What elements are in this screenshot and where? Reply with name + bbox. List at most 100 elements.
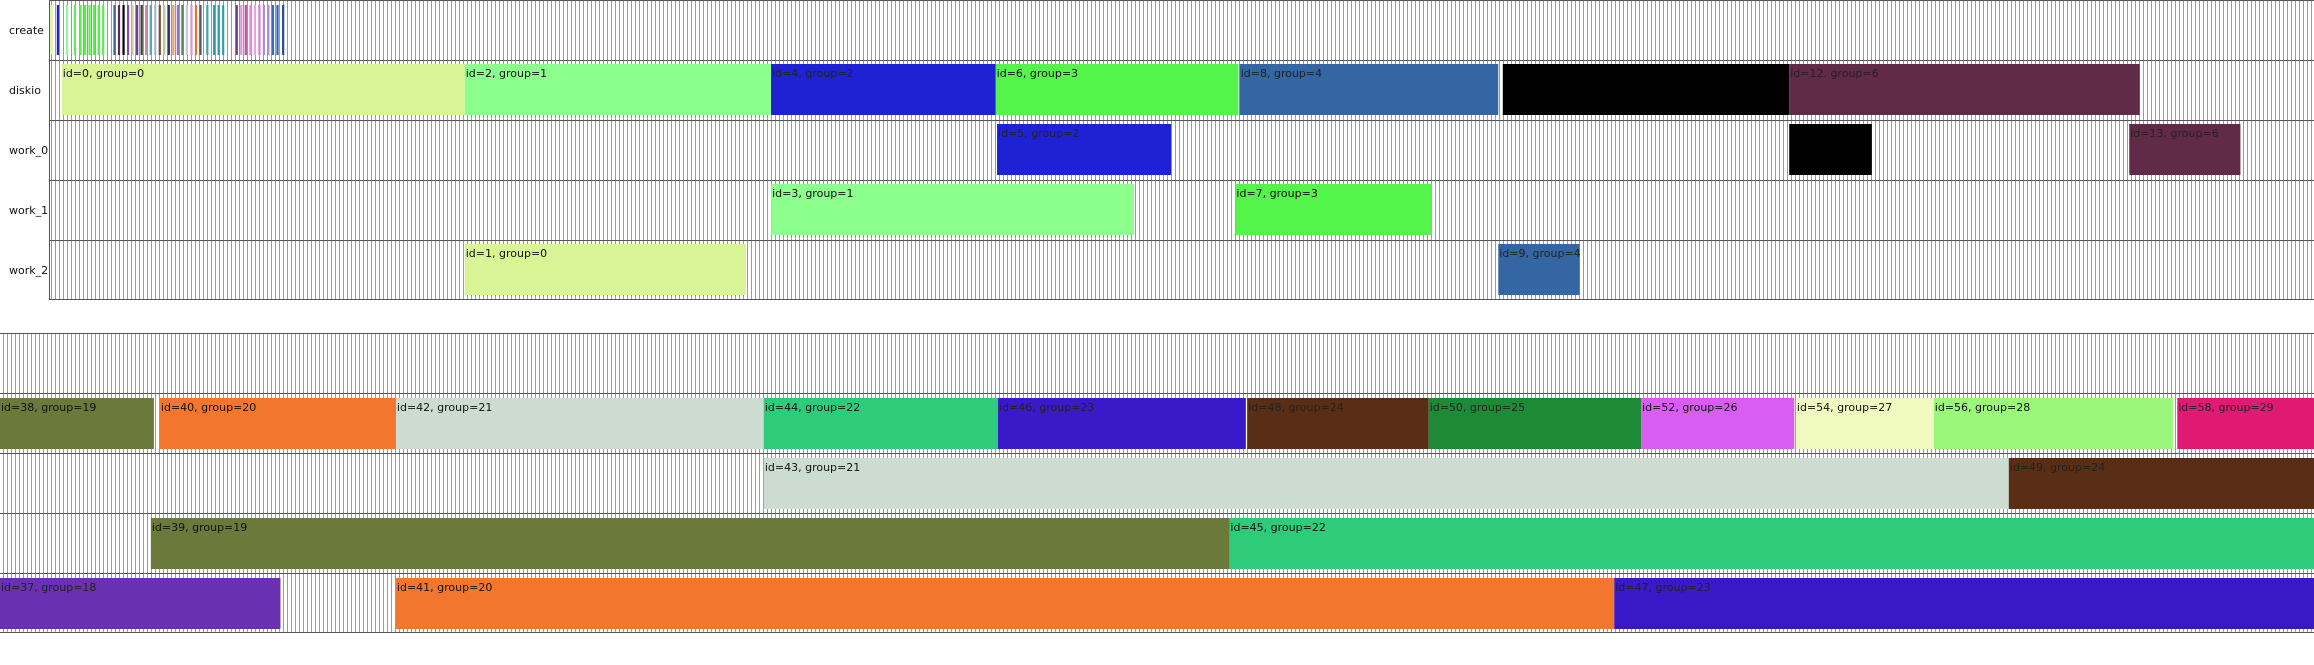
task-bar [1229,518,2314,569]
create-mark [253,5,256,55]
task-bar [771,184,1135,235]
create-mark [154,5,157,55]
task-bar [998,398,1246,449]
lane-background [50,120,2314,180]
create-mark [244,5,247,55]
create-mark [122,5,125,55]
lane-background [50,240,2314,300]
task-label: id=46, group=23 [999,401,1094,414]
task-label: id=8, group=4 [1241,67,1322,80]
create-mark [240,5,243,55]
task-bar [464,244,746,295]
task-bar [1933,398,2173,449]
create-mark [97,5,100,55]
task-bar [997,124,1172,175]
create-mark [79,5,82,55]
task-label: id=7, group=3 [1236,187,1317,200]
task-bar [0,398,154,449]
task-bar [1235,184,1432,235]
create-mark [73,5,76,55]
create-mark [145,5,148,55]
create-mark [267,5,270,55]
task-bar [464,64,772,115]
task-label: id=0, group=0 [63,67,144,80]
task-bar [1428,398,1642,449]
task-label: id=3, group=1 [772,187,853,200]
task-bar [395,578,1615,629]
task-label: id=48, group=24 [1248,401,1343,414]
task-bar [0,578,281,629]
create-mark [83,5,87,55]
task-label: id=4, group=2 [772,67,853,80]
task-bar [1795,398,1934,449]
task-label: id=49, group=24 [2010,461,2105,474]
lane-background [50,0,2314,60]
task-bar [2008,458,2314,509]
create-mark [194,5,198,55]
task-bar [1789,124,1872,175]
task-bar [763,398,999,449]
create-mark [167,5,170,55]
task-label: id=9, group=4 [1499,247,1580,260]
task-bar [1789,64,2140,115]
task-label: id=54, group=27 [1797,401,1892,414]
create-mark [199,5,202,55]
task-label: id=43, group=21 [765,461,860,474]
lane-background [50,180,2314,240]
task-bar [159,398,396,449]
create-mark [136,5,139,55]
task-label: id=38, group=19 [1,401,96,414]
task-label: id=2, group=1 [466,67,547,80]
task-bar [2177,398,2314,449]
task-label: id=6, group=3 [997,67,1078,80]
create-mark [185,5,189,55]
create-mark [140,5,143,55]
task-label: id=45, group=22 [1230,521,1325,534]
task-label: id=39, group=19 [152,521,247,534]
task-label: id=42, group=21 [397,401,492,414]
create-mark [65,5,69,55]
create-mark [176,5,179,55]
create-mark [190,5,193,55]
task-bar [1502,64,1790,115]
create-mark [222,5,225,55]
create-mark [276,5,279,55]
create-mark [249,5,252,55]
lane-label-work_0: work_0 [9,144,48,157]
lane-label-work_2: work_2 [9,264,48,277]
lane-background [0,333,2314,393]
create-mark [56,5,59,55]
create-mark [131,5,134,55]
task-bar [1641,398,1795,449]
task-label: id=12, group=6 [1790,67,1878,80]
task-label: id=37, group=18 [1,581,96,594]
task-label: id=1, group=0 [466,247,547,260]
create-mark [213,5,216,55]
create-mark [158,5,161,55]
task-bar [771,64,996,115]
create-mark [172,5,175,55]
lane-label-diskio: diskio [9,84,41,97]
create-mark [271,5,275,55]
lane-label-create: create [9,24,44,37]
create-mark [206,5,209,55]
create-mark [258,5,261,55]
task-label: id=58, group=29 [2178,401,2273,414]
create-mark [163,5,166,55]
task-bar [1239,64,1499,115]
create-mark [113,5,116,55]
task-bar [2129,124,2241,175]
task-bar [150,518,1230,569]
task-label: id=5, group=2 [998,127,1079,140]
task-bar [1614,578,2314,629]
create-mark [181,5,184,55]
task-label: id=52, group=26 [1642,401,1737,414]
create-mark [93,5,96,55]
task-label: id=50, group=25 [1430,401,1525,414]
task-bar [763,458,2009,509]
task-label: id=47, group=23 [1615,581,1710,594]
create-mark [88,5,91,55]
